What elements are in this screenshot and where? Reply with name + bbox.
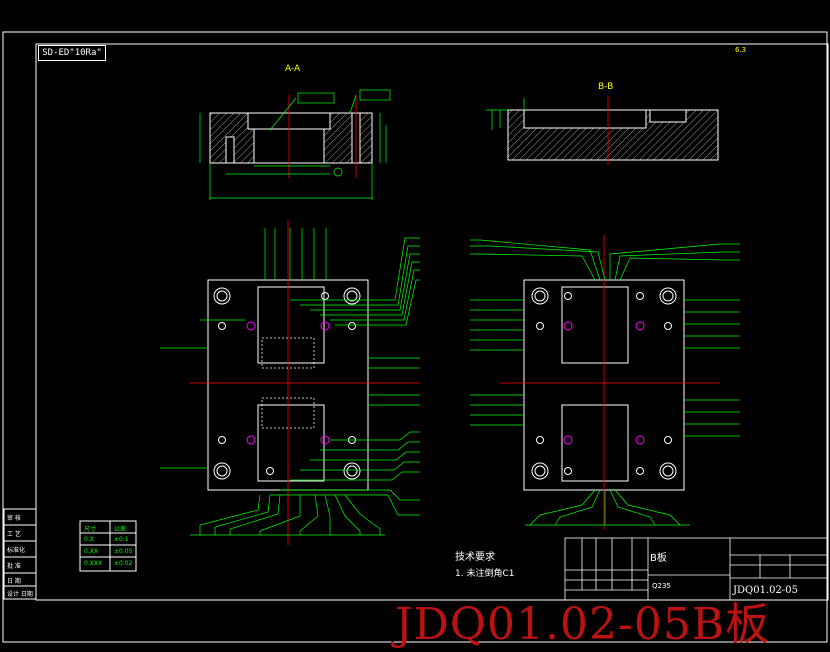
tolerance-cell: 公差	[114, 526, 127, 533]
side-label: 设计 日期	[7, 591, 33, 598]
side-label: 标准化	[7, 547, 26, 554]
tolerance-cell: 0.X	[84, 536, 94, 543]
spec-tag: SD-ED"10Ra"	[38, 45, 106, 61]
tolerance-cell: ±0.1	[114, 536, 129, 543]
outer-frame	[2, 31, 828, 643]
side-label: 审 核	[7, 515, 21, 522]
section-aa-view	[199, 89, 391, 200]
side-label: 日 期	[7, 578, 21, 585]
tolerance-cell: 0.XX	[84, 548, 98, 555]
watermark-text: JDQ01.02-05B板	[395, 599, 771, 650]
tolerance-table	[79, 520, 137, 572]
section-bb-label: B-B	[598, 82, 614, 92]
drawing-code: JDQ01.02-05	[733, 585, 798, 596]
title-block	[564, 537, 828, 601]
material: Q235	[652, 582, 671, 590]
tech-requirements-title: 技术要求	[455, 552, 495, 563]
section-bb-view	[486, 96, 719, 165]
tolerance-cell: 0.XXX	[84, 560, 103, 567]
tolerance-cell: ±0.02	[114, 560, 133, 567]
tolerance-cell: 尺寸	[84, 526, 97, 533]
side-label: 工 艺	[7, 531, 21, 538]
section-aa-label: A-A	[285, 64, 301, 74]
inner-frame	[35, 43, 829, 601]
part-name: B板	[650, 553, 667, 564]
tech-requirements-item: 1. 未注倒角C1	[455, 569, 515, 579]
plan-view-right	[470, 235, 740, 530]
tolerance-cell: ±0.05	[114, 548, 133, 555]
side-label-block	[3, 508, 37, 600]
side-label: 批 准	[7, 563, 21, 570]
surface-roughness: 6.3	[735, 46, 747, 54]
plan-view-left	[160, 220, 420, 545]
